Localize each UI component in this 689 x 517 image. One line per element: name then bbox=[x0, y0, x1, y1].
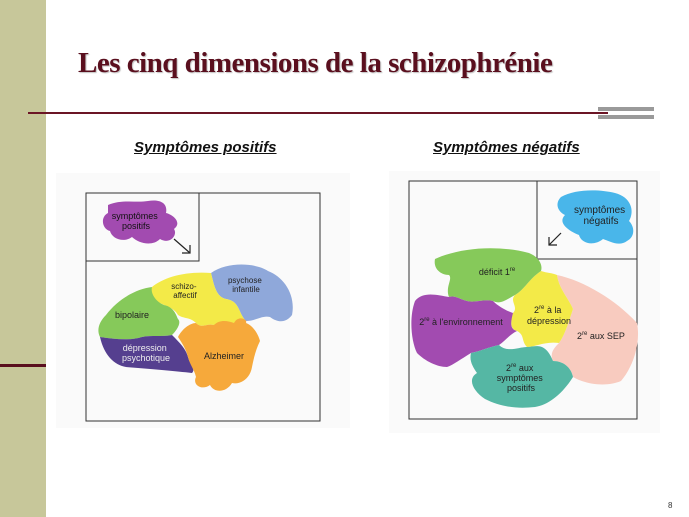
legend-label-negative: symptômes négatifs bbox=[574, 205, 628, 227]
heading-positive-symptoms: Symptômes positifs bbox=[134, 139, 277, 156]
arrow-icon bbox=[173, 238, 191, 254]
legend-box bbox=[536, 180, 638, 260]
divider-accent-bottom bbox=[598, 115, 654, 119]
negative-symptoms-figure: symptômes négatifs déficit 1re 2re à l'e… bbox=[389, 171, 660, 433]
label-depression-psychotique: dépression psychotique bbox=[122, 343, 170, 363]
puzzle-piece-alzheimer bbox=[178, 318, 260, 391]
label-symptomes-positifs: 2re aux symptômes positifs bbox=[497, 363, 546, 393]
label-deficit: déficit 1re bbox=[479, 267, 516, 277]
puzzle-piece-bipolaire bbox=[98, 287, 180, 340]
negative-puzzle-diagram: symptômes négatifs déficit 1re 2re à l'e… bbox=[408, 180, 639, 420]
legend-piece-positive bbox=[102, 200, 178, 244]
figure-frame bbox=[85, 192, 321, 422]
page-number: 8 bbox=[668, 501, 673, 510]
puzzle-piece-environnement bbox=[411, 294, 517, 367]
legend-box bbox=[85, 192, 200, 262]
slide-title: Les cinq dimensions de la schizophrénie bbox=[78, 47, 553, 79]
puzzle-piece-depression bbox=[511, 271, 573, 347]
label-schizo-affectif: schizo- affectif bbox=[171, 282, 199, 300]
label-psychose-infantile: psychose infantile bbox=[228, 276, 264, 294]
left-accent-bar bbox=[0, 0, 46, 517]
heading-negative-symptoms: Symptômes négatifs bbox=[433, 139, 580, 156]
label-bipolaire: bipolaire bbox=[115, 310, 149, 320]
legend-label-positive: symptômes positifs bbox=[112, 211, 161, 231]
legend-piece-negative bbox=[557, 190, 634, 244]
label-environnement: 2re à l'environnement bbox=[419, 317, 503, 327]
puzzle-piece-psychose-infantile bbox=[211, 264, 293, 322]
puzzle-piece-sep bbox=[551, 275, 639, 385]
label-sep: 2re aux SEP bbox=[577, 331, 625, 341]
puzzle-piece-schizo-affectif bbox=[151, 272, 246, 327]
puzzle-piece-deficit bbox=[434, 248, 542, 303]
label-alzheimer: Alzheimer bbox=[204, 351, 244, 361]
divider-accent-top bbox=[598, 107, 654, 111]
positive-symptoms-figure: symptômes positifs schizo- affectif psyc… bbox=[56, 173, 350, 428]
title-divider bbox=[28, 112, 608, 114]
arrow-icon bbox=[548, 232, 562, 246]
label-depression: 2re à la dépression bbox=[527, 305, 571, 326]
figure-frame bbox=[408, 180, 638, 420]
positive-puzzle-diagram: symptômes positifs schizo- affectif psyc… bbox=[85, 192, 321, 422]
puzzle-piece-depression-psychotique bbox=[100, 335, 194, 373]
left-accent-tick bbox=[0, 364, 46, 367]
puzzle-piece-symptomes-positifs bbox=[470, 345, 573, 408]
